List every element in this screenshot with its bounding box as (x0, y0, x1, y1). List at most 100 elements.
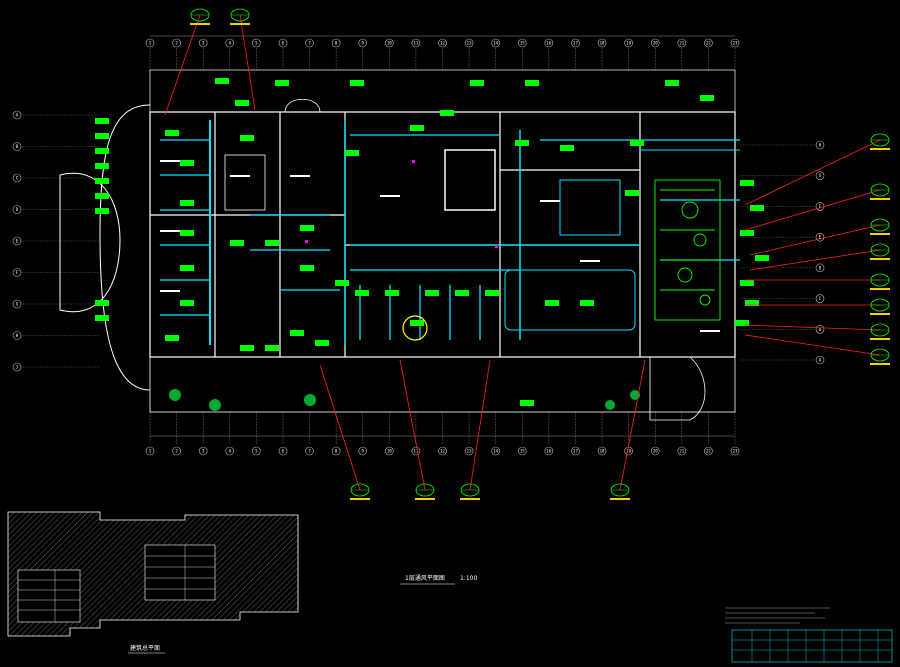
leader-line (239, 14, 256, 111)
grid-bubble-top (624, 38, 633, 48)
drawing-scale: 1:100 (460, 575, 477, 582)
grid-label-bottom: 11 (413, 449, 418, 454)
grid-label-top: 10 (387, 41, 392, 46)
grid-label-bottom: 10 (387, 449, 392, 454)
grid-bubble-bottom (704, 446, 713, 456)
grid-bubble-left (12, 299, 22, 309)
grid-bubble-bottom (650, 446, 660, 456)
grid-label-top: 4 (229, 41, 232, 46)
grid-bubble-top (172, 38, 181, 48)
leader-line (744, 324, 881, 331)
grid-label-right: E (819, 235, 822, 240)
equipment-tag (485, 290, 499, 296)
grid-label-bottom: 3 (202, 449, 205, 454)
leader-line (469, 359, 491, 491)
fan-unit (681, 201, 699, 219)
grid-bubble-bottom (358, 446, 368, 456)
equipment-tag (300, 265, 314, 271)
equipment-tag (745, 300, 759, 306)
grid-bubble-top (252, 38, 261, 48)
marker (305, 240, 308, 243)
grid-bubble-top (411, 38, 421, 48)
grid-bubble-top (730, 38, 740, 48)
plant-piping (660, 189, 715, 291)
equipment-tag (740, 280, 754, 286)
equipment-tag (275, 80, 289, 86)
grid-bubble-top (650, 38, 660, 48)
equipment-tag (335, 280, 349, 286)
keyplan-table-b (17, 569, 81, 623)
grid-bubble-top (517, 38, 527, 48)
leader-line (749, 224, 881, 256)
callout-note (350, 498, 370, 500)
room-label-stub (160, 290, 180, 292)
fan-unit (677, 267, 693, 283)
equipment-tag (95, 118, 109, 124)
grid-label-bottom: 16 (546, 449, 551, 454)
room-label-stub (540, 200, 560, 202)
stair-core (224, 154, 266, 211)
equipment-tag (95, 178, 109, 184)
callout-note (870, 313, 890, 315)
equipment-tag (630, 140, 644, 146)
grid-bubble-right (815, 171, 825, 181)
fan-unit (693, 233, 707, 247)
grid-bubble-top (438, 38, 447, 48)
grid-label-left: C (16, 176, 19, 181)
grid-label-left: B (16, 144, 19, 149)
callout-note (460, 498, 480, 500)
grid-bubble-right (815, 232, 825, 242)
callout-note (415, 498, 435, 500)
room-label-stub (700, 330, 720, 332)
callout-note (870, 198, 890, 200)
equipment-tag (300, 225, 314, 231)
grid-label-top: 5 (255, 41, 258, 46)
key-plan: 建筑总平面 (7, 511, 299, 654)
leader-line (749, 249, 881, 271)
equipment-tag (700, 95, 714, 101)
drawing-title: 1层通风平面图 (405, 574, 445, 582)
grid-label-bottom: 13 (467, 449, 472, 454)
grid-label-right: H (819, 143, 822, 148)
grid-bubble-top (571, 38, 580, 48)
grid-label-left: H (16, 333, 19, 338)
equipment-tag (215, 78, 229, 84)
equipment-tag (180, 265, 194, 271)
atrium-void (444, 149, 496, 211)
equipment-tag (560, 145, 574, 151)
equipment-tag (665, 80, 679, 86)
grid-bubble-bottom (677, 446, 687, 456)
grid-label-bottom: 2 (175, 449, 178, 454)
fan-unit (699, 294, 711, 306)
callout-note (870, 363, 890, 365)
room-label-stub (160, 230, 180, 232)
landscape-shrubs (169, 389, 640, 411)
grid-bubble-bottom (145, 446, 155, 456)
equipment-tag (180, 300, 194, 306)
leader-line (399, 359, 426, 491)
equipment-tag (165, 130, 179, 136)
grid-bubble-bottom (172, 446, 181, 456)
keyplan-caption: 建筑总平面 (130, 644, 160, 652)
grid-bubble-bottom (278, 446, 288, 456)
grid-bubble-top (278, 38, 288, 48)
grid-label-top: 23 (733, 41, 738, 46)
callout-note (870, 288, 890, 290)
equipment-tag (235, 100, 249, 106)
grid-label-bottom: 4 (229, 449, 232, 454)
grid-label-top: 6 (282, 41, 285, 46)
grid-label-bottom: 18 (600, 449, 605, 454)
marker (495, 245, 498, 248)
left-oval-lobby (59, 172, 121, 313)
grid-label-bottom: 9 (362, 449, 365, 454)
right-curved-room (649, 356, 706, 421)
keyplan-table-a-lines (145, 545, 215, 600)
equipment-tag (625, 190, 639, 196)
shrub (169, 389, 181, 401)
callout-note (870, 148, 890, 150)
magenta-markers (305, 160, 498, 248)
grid-label-top: 19 (626, 41, 631, 46)
